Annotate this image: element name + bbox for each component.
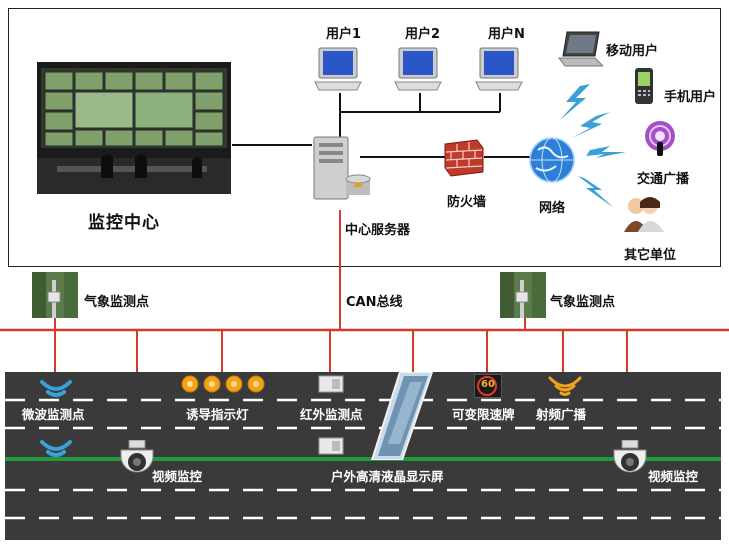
microwave-sensor-icon — [40, 380, 72, 397]
people-icon — [620, 194, 666, 240]
user-n-pc-icon — [474, 46, 524, 96]
control-center-label: 监控中心 — [88, 213, 160, 233]
video-camera-right-icon — [613, 440, 647, 473]
guide-lights-icon — [181, 375, 265, 393]
led-display-screen-icon — [370, 372, 434, 460]
lightning-icon-4 — [578, 176, 614, 208]
video-monitor-right-label: 视频监控 — [648, 469, 699, 484]
server-label: 中心服务器 — [345, 223, 411, 238]
firewall-icon — [441, 138, 487, 182]
lightning-icon-3 — [586, 146, 626, 158]
laptop-icon — [557, 30, 605, 74]
road-markings — [5, 398, 721, 520]
lightning-icon-1 — [560, 84, 590, 120]
server-icon — [310, 135, 372, 209]
can-bus-label: CAN总线 — [346, 295, 403, 310]
network-label: 网络 — [539, 201, 566, 216]
microwave-sensor-icon-2 — [40, 440, 72, 457]
microwave-label: 微波监测点 — [22, 407, 85, 422]
weather-station-right-label: 气象监测点 — [550, 295, 616, 310]
guide-lights-label: 诱导指示灯 — [186, 407, 249, 422]
weather-station-left-label: 气象监测点 — [84, 295, 150, 310]
infrared-sensor-icon-2 — [318, 437, 344, 455]
firewall-label: 防火墙 — [447, 195, 487, 210]
user-2-label: 用户2 — [405, 27, 441, 42]
weather-station-left-image — [32, 272, 78, 322]
video-wall-image — [37, 62, 231, 194]
user-2-pc-icon — [393, 46, 443, 96]
radio-broadcast-label: 射频广播 — [536, 407, 587, 422]
speed-sign-value: 60 — [481, 379, 495, 390]
user-1-label: 用户1 — [326, 27, 362, 42]
infrared-sensor-icon — [318, 375, 344, 393]
user-n-label: 用户N — [488, 27, 525, 42]
video-camera-left-icon — [120, 440, 154, 473]
network-globe-icon — [526, 134, 578, 190]
lightning-icon-2 — [572, 112, 610, 138]
phone-user-label: 手机用户 — [664, 90, 717, 105]
broadcast-icon — [643, 120, 677, 162]
wireless-links — [560, 84, 626, 208]
led-display-label: 户外高清液晶显示屏 — [331, 469, 444, 484]
video-monitor-left-label: 视频监控 — [152, 469, 203, 484]
infrared-label: 红外监测点 — [300, 407, 363, 422]
other-units-label: 其它单位 — [624, 248, 677, 263]
speed-sign-label: 可变限速牌 — [452, 407, 515, 422]
mobile-user-label: 移动用户 — [606, 44, 659, 59]
weather-station-right-image — [500, 272, 546, 322]
speed-sign-icon: 60 — [474, 374, 502, 398]
cellphone-icon — [629, 66, 657, 112]
user-1-pc-icon — [313, 46, 363, 96]
traffic-broadcast-label: 交通广播 — [637, 172, 690, 187]
radio-broadcast-icon — [548, 376, 582, 396]
